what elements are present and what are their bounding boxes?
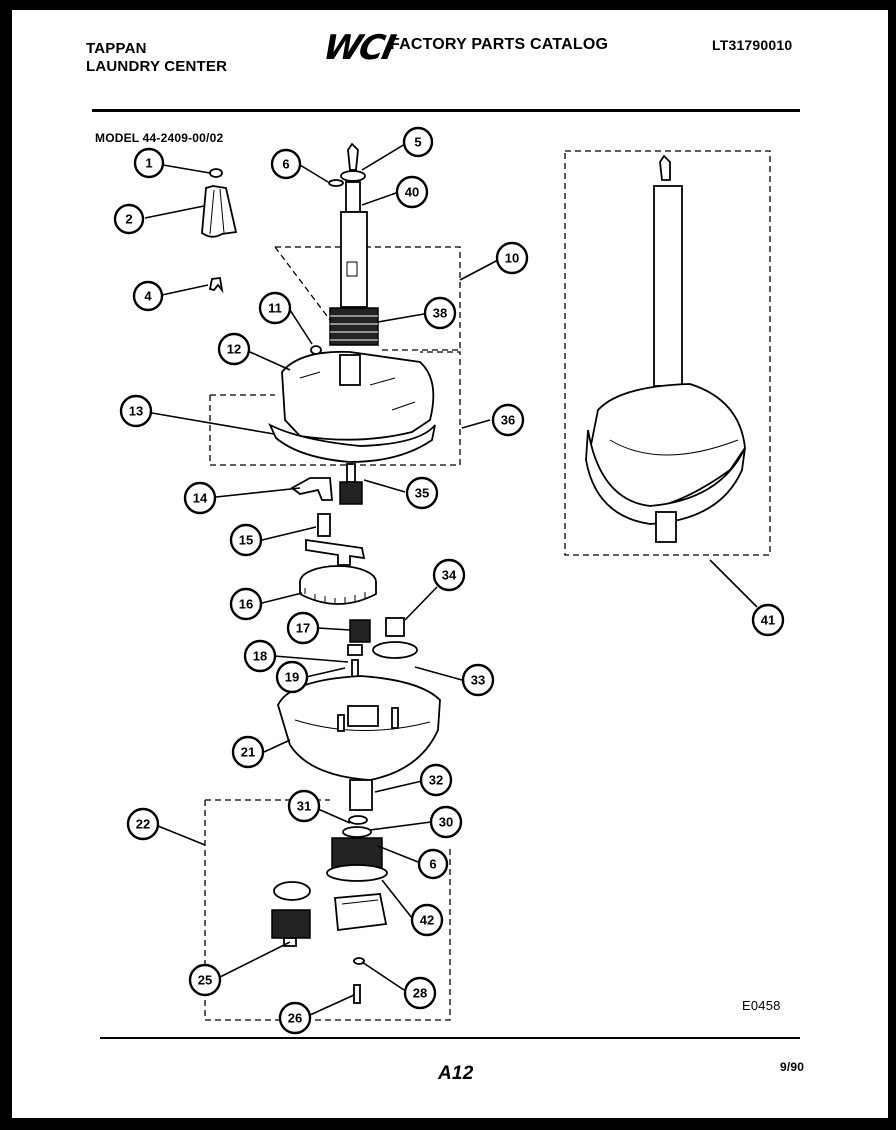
- agitator-cap-part: [209, 168, 223, 178]
- callout-19: 19: [275, 660, 309, 694]
- callout-28: 28: [403, 976, 437, 1010]
- transmission-assembly-part: [585, 154, 746, 543]
- page-number: A12: [438, 1063, 474, 1084]
- callout-14: 14: [183, 481, 217, 515]
- callout-25: 25: [188, 963, 222, 997]
- svg-text:1: 1: [145, 156, 152, 171]
- callout-2: 2: [113, 203, 145, 235]
- svg-text:21: 21: [241, 745, 255, 760]
- callout-13: 13: [119, 394, 153, 428]
- gear-case-cover-part: [268, 345, 436, 463]
- callout-17: 17: [286, 611, 320, 645]
- callout-5: 5: [402, 126, 434, 158]
- callout-11: 11: [258, 291, 292, 325]
- callout-21: 21: [231, 735, 265, 769]
- callout-10: 10: [495, 241, 529, 275]
- screw-part: [353, 957, 365, 1004]
- svg-text:16: 16: [239, 597, 253, 612]
- footer-rule: [100, 1037, 800, 1039]
- svg-text:11: 11: [268, 301, 282, 316]
- svg-text:41: 41: [761, 613, 775, 628]
- callout-30: 30: [429, 805, 463, 839]
- svg-text:34: 34: [442, 568, 457, 583]
- clip-part: [208, 276, 224, 294]
- svg-text:18: 18: [253, 649, 267, 664]
- product-line: LAUNDRY CENTER: [86, 58, 228, 75]
- group-box-36: [209, 351, 461, 466]
- svg-text:5: 5: [414, 135, 421, 150]
- callout-16: 16: [229, 587, 263, 621]
- svg-text:36: 36: [501, 413, 515, 428]
- agitator-shaft-part: [328, 142, 379, 346]
- callout-38: 38: [423, 296, 457, 330]
- svg-text:32: 32: [429, 773, 443, 788]
- group-box-41: [564, 150, 771, 556]
- parts-catalog-page: TAPPAN LAUNDRY CENTER WCI FACTORY PARTS …: [12, 10, 888, 1118]
- brand-name: TAPPAN: [86, 40, 147, 57]
- model-label: MODEL 44-2409-00/02: [95, 131, 224, 145]
- svg-text:28: 28: [413, 986, 427, 1001]
- callout-6-top: 6: [270, 148, 302, 180]
- svg-text:25: 25: [198, 973, 212, 988]
- svg-text:31: 31: [297, 799, 311, 814]
- svg-text:40: 40: [405, 185, 419, 200]
- clutch-spring-part: [326, 815, 388, 932]
- svg-text:38: 38: [433, 306, 447, 321]
- callout-33: 33: [461, 663, 495, 697]
- svg-text:2: 2: [125, 212, 132, 227]
- callout-1: 1: [133, 147, 165, 179]
- svg-text:30: 30: [439, 815, 453, 830]
- svg-text:12: 12: [227, 342, 241, 357]
- svg-text:22: 22: [136, 817, 150, 832]
- exploded-parts-diagram: 1 2 4 5 6 40 10 11 38 12 13 36 14 35 15 …: [113, 126, 785, 1035]
- svg-text:33: 33: [471, 673, 485, 688]
- callout-36: 36: [491, 403, 525, 437]
- callout-26: 26: [278, 1001, 312, 1035]
- catalog-title: FACTORY PARTS CATALOG: [390, 36, 609, 53]
- callout-42: 42: [410, 903, 444, 937]
- callout-41: 41: [751, 603, 785, 637]
- svg-text:35: 35: [415, 486, 429, 501]
- callout-6-bottom: 6: [417, 848, 449, 880]
- pinion-part: [339, 463, 363, 505]
- svg-text:14: 14: [193, 491, 208, 506]
- header-rule: [92, 109, 800, 112]
- callout-4: 4: [132, 280, 164, 312]
- callout-12: 12: [217, 332, 251, 366]
- shift-fork-part: [290, 477, 333, 501]
- svg-text:4: 4: [144, 289, 152, 304]
- callout-22: 22: [126, 807, 160, 841]
- svg-text:6: 6: [282, 157, 289, 172]
- callout-31: 31: [287, 789, 321, 823]
- agitator-cone-part: [201, 185, 238, 238]
- callout-40: 40: [395, 175, 429, 209]
- drive-gear-part: [299, 565, 377, 605]
- shifter-shaft-part: [305, 513, 366, 566]
- callout-18: 18: [243, 639, 277, 673]
- svg-text:26: 26: [288, 1011, 302, 1026]
- svg-text:6: 6: [429, 857, 436, 872]
- page-date: 9/90: [780, 1060, 805, 1074]
- svg-text:15: 15: [239, 533, 253, 548]
- svg-text:42: 42: [420, 913, 434, 928]
- diagram-code: E0458: [742, 998, 781, 1013]
- callout-34: 34: [432, 558, 466, 592]
- svg-text:13: 13: [129, 404, 143, 419]
- pinion-gear-assembly: [347, 617, 418, 701]
- svg-text:17: 17: [296, 621, 310, 636]
- brand-block: TAPPAN LAUNDRY CENTER: [86, 40, 227, 76]
- callout-15: 15: [229, 523, 263, 557]
- callout-35: 35: [405, 476, 439, 510]
- svg-text:19: 19: [285, 670, 299, 685]
- callout-32: 32: [419, 763, 453, 797]
- gear-case-part: [277, 675, 441, 811]
- svg-text:10: 10: [505, 251, 519, 266]
- brake-part: [271, 881, 311, 947]
- catalog-number: LT31790010: [712, 37, 793, 53]
